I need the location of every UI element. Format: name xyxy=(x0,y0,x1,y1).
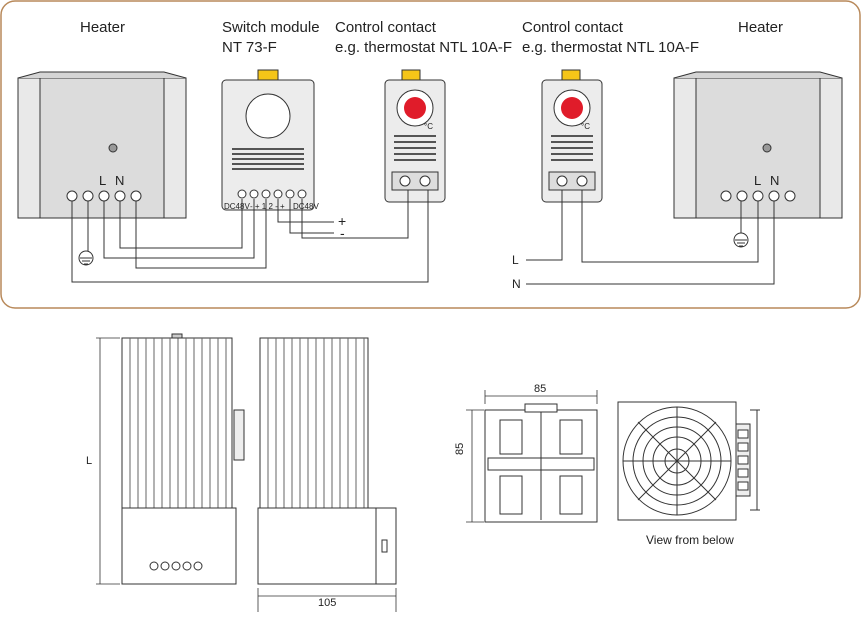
width-dimension-line xyxy=(257,588,397,612)
thermostat-left xyxy=(384,69,446,203)
right-terminal-N: N xyxy=(770,173,780,188)
switch-module-model: NT 73-F xyxy=(222,39,277,56)
view-from-below-caption: View from below xyxy=(646,533,734,547)
width-dimension-label: 105 xyxy=(318,597,337,609)
top-view-heater xyxy=(484,403,598,523)
control-contact-right-model: e.g. thermostat NTL 10A-F xyxy=(522,39,700,56)
right-heater-label: Heater xyxy=(738,19,784,36)
wiring-frame xyxy=(0,0,861,309)
control-contact-left-model: e.g. thermostat NTL 10A-F xyxy=(335,39,513,56)
left-heater-label: Heater xyxy=(80,19,126,36)
top-height-label: 85 xyxy=(454,442,466,455)
left-earth-icon xyxy=(78,250,94,266)
left-terminal-N: N xyxy=(115,173,125,188)
module-dc48v-right: DC48V xyxy=(293,202,319,211)
control-contact-right-label: Control contact xyxy=(522,19,623,36)
thermostat-right xyxy=(541,69,603,203)
line-N-label: N xyxy=(512,277,521,291)
line-L-label: L xyxy=(512,253,519,267)
minus-label: - xyxy=(340,225,345,241)
module-terminal-marks: - + 1 2 - + xyxy=(250,202,285,211)
wires xyxy=(71,190,775,285)
right-earth-icon xyxy=(733,232,749,248)
module-dc48v-left: DC48V xyxy=(224,202,250,211)
thermo-right-unit: °C xyxy=(581,122,590,131)
length-dimension-label: L xyxy=(86,455,93,467)
thermo-left-unit: °C xyxy=(424,122,433,131)
right-terminal-L: L xyxy=(754,173,762,188)
front-view-heater xyxy=(121,333,245,585)
bottom-view-fan xyxy=(617,401,760,521)
left-terminal-L: L xyxy=(99,173,107,188)
switch-module xyxy=(221,69,315,211)
side-view-heater xyxy=(257,337,397,585)
top-view-dimension-lines xyxy=(466,390,598,523)
control-contact-left-label: Control contact xyxy=(335,19,436,36)
length-dimension-line xyxy=(96,337,120,585)
top-width-label: 85 xyxy=(534,383,547,395)
plus-label: + xyxy=(338,213,347,229)
switch-module-label: Switch module xyxy=(222,19,320,36)
